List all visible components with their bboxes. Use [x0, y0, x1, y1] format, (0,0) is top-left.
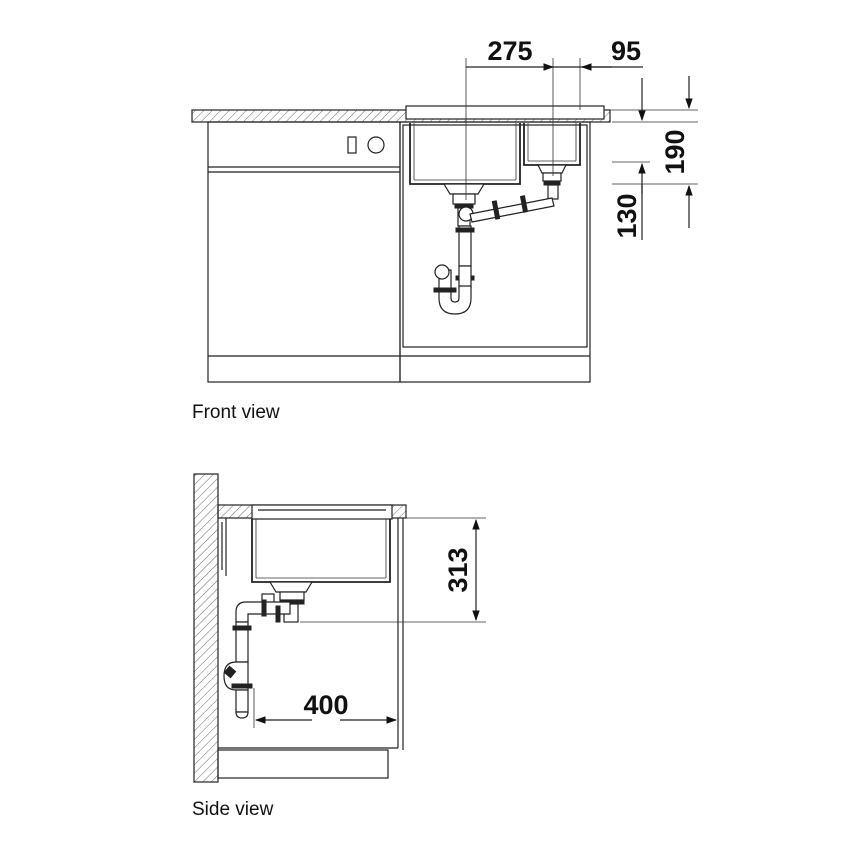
- wall: [193, 473, 219, 783]
- dishwasher-cabinet: [207, 121, 401, 383]
- side-bowl: [251, 519, 391, 583]
- control-knob-icon: [367, 136, 385, 154]
- dim-313-label: 313: [443, 547, 473, 592]
- side-sink-rim: [251, 504, 393, 520]
- main-bowl: [409, 123, 521, 185]
- side-view-caption: Side view: [192, 799, 274, 820]
- waste-fitting: [433, 164, 567, 315]
- dim-400-label: 400: [303, 690, 348, 720]
- dim-190-label: 190: [660, 129, 690, 174]
- small-bowl: [523, 123, 581, 166]
- dim-130-label: 130: [612, 193, 642, 238]
- side-waste-fitting: [223, 581, 314, 719]
- front-dimensions: [465, 58, 698, 240]
- front-view: 275 95 190 130 Front view: [191, 36, 698, 423]
- side-cabinet: [217, 518, 404, 779]
- control-slot-icon: [347, 136, 357, 154]
- front-view-caption: Front view: [192, 402, 280, 423]
- side-dimensions: [253, 517, 486, 728]
- sink-cabinet: [399, 121, 591, 383]
- sink-rim-cutout: [405, 105, 605, 120]
- side-view: 313 400 Side view: [192, 473, 486, 820]
- dim-275-label: 275: [487, 36, 532, 66]
- dim-95-label: 95: [611, 36, 641, 66]
